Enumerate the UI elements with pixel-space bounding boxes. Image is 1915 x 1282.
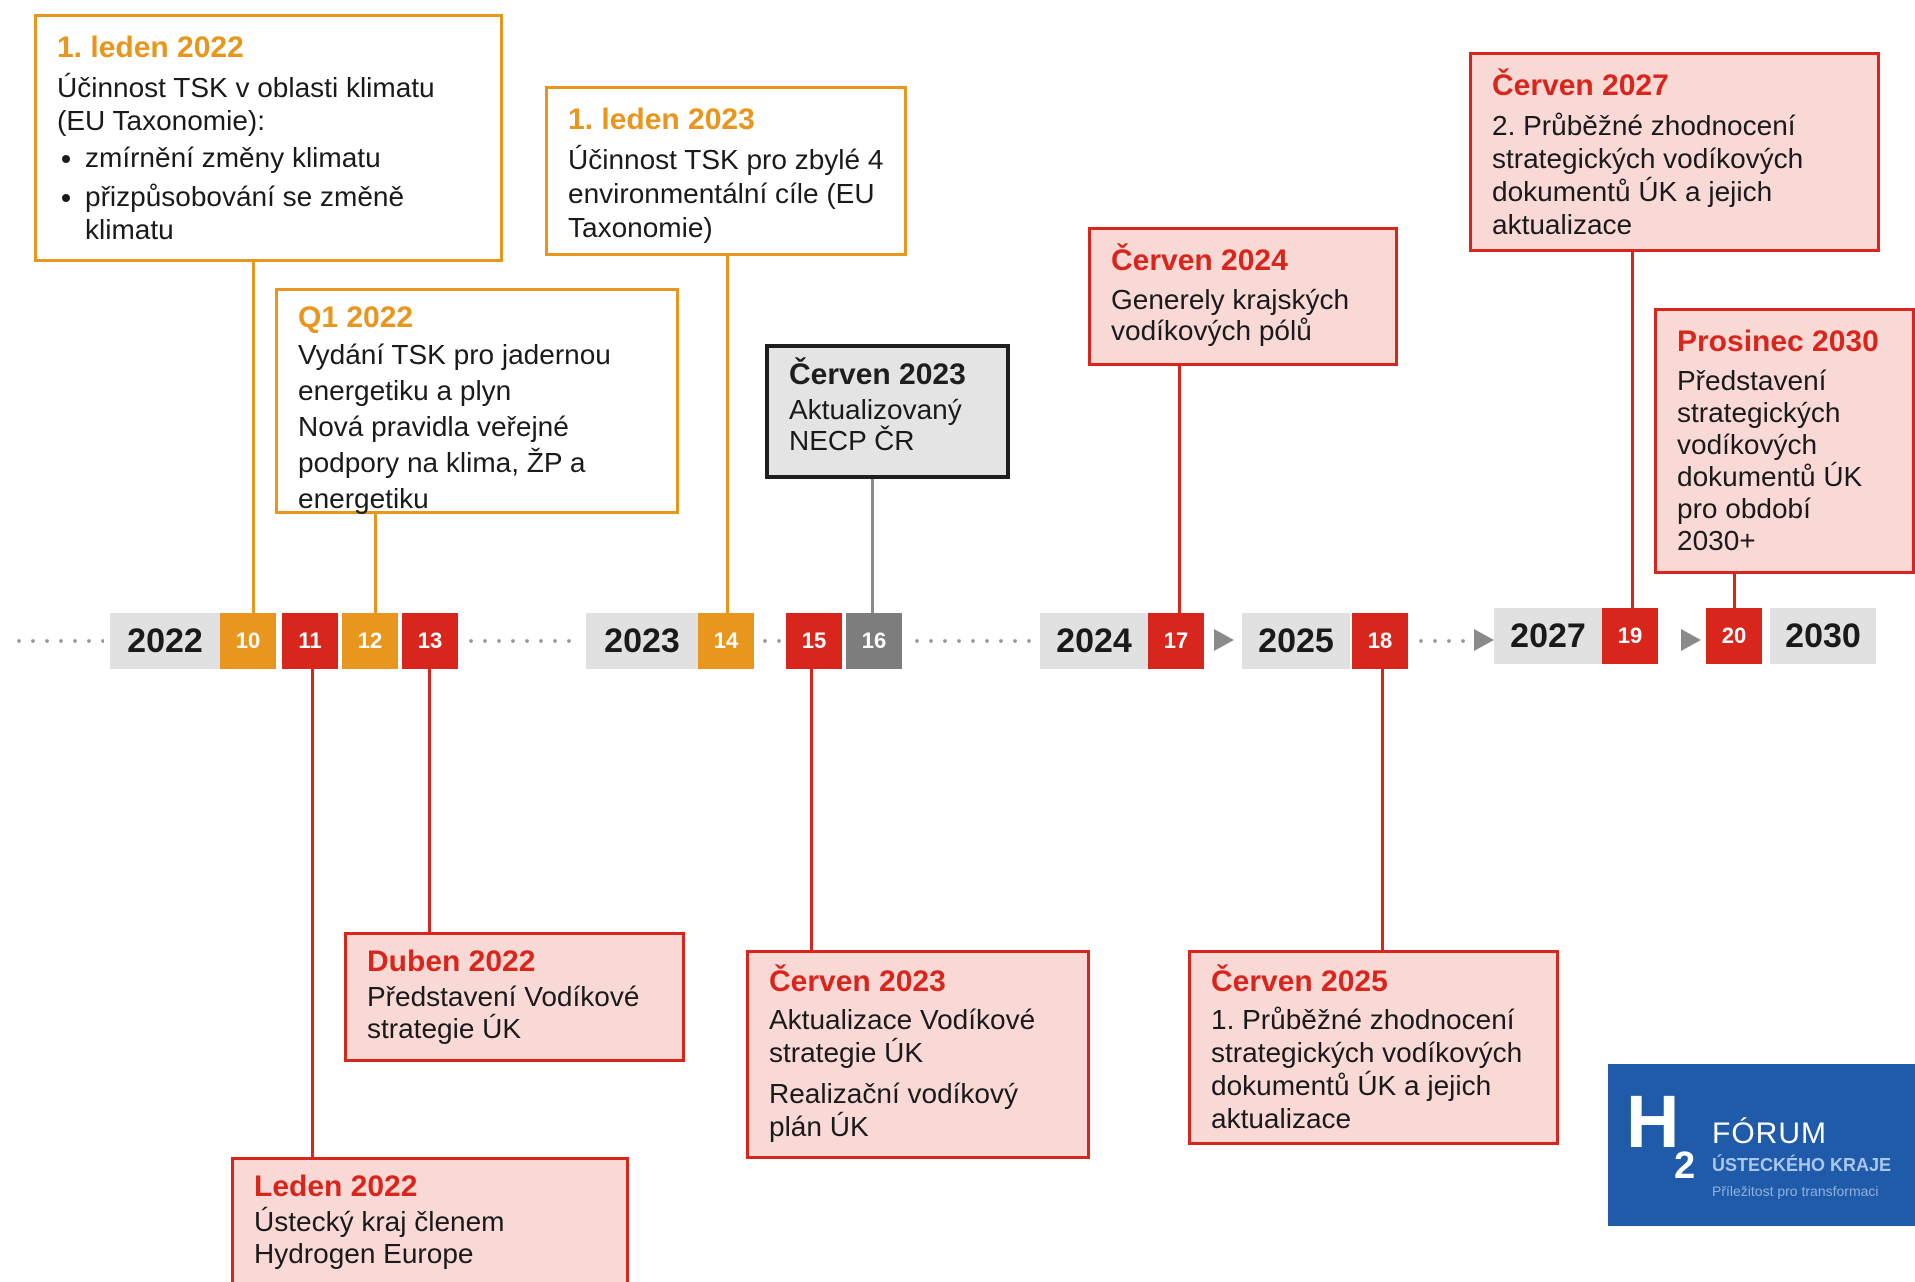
event-date: Červen 2023 — [769, 965, 946, 998]
event-text: 1. Průběžné zhodnocení strategických vod… — [1211, 1004, 1523, 1134]
event-date: 1. leden 2022 — [57, 31, 244, 64]
logo-title: FÓRUM — [1712, 1117, 1827, 1150]
connector-20 — [1733, 573, 1736, 613]
event-date: 1. leden 2023 — [568, 103, 755, 136]
event-date: Červen 2023 — [789, 358, 966, 391]
event-text: Účinnost TSK v oblasti klimatu (EU Taxon… — [57, 72, 435, 136]
connector-14 — [726, 255, 729, 614]
event-box-1-leden-2023: 1. leden 2023 Účinnost TSK pro zbylé 4 e… — [545, 86, 907, 256]
event-date: Leden 2022 — [254, 1170, 418, 1203]
event-box-prosinec-2030: Prosinec 2030 Představení strategických … — [1654, 308, 1915, 574]
logo-subscript: 2 — [1674, 1145, 1696, 1187]
event-bullet: zmírnění změny klimatu — [85, 141, 480, 174]
event-box-1-leden-2022: 1. leden 2022 Účinnost TSK v oblasti kli… — [34, 14, 503, 262]
year-label-2030: 2030 — [1770, 608, 1876, 664]
event-date: Červen 2024 — [1111, 244, 1288, 277]
event-text: Vydání TSK pro jadernou energetiku a ply… — [298, 339, 611, 406]
connector-17 — [1178, 365, 1181, 614]
marker-16: 16 — [846, 613, 902, 669]
event-date: Červen 2025 — [1211, 965, 1388, 998]
h2-forum-logo: H 2 FÓRUM ÚSTECKÉHO KRAJE Příležitost pr… — [1608, 1064, 1915, 1226]
connector-15 — [810, 668, 813, 952]
marker-20: 20 — [1706, 608, 1762, 664]
event-text: Představení Vodíkové strategie ÚK — [367, 981, 640, 1044]
marker-18: 18 — [1352, 613, 1408, 669]
event-bullet: přizpůsobování se změně klimatu — [85, 180, 480, 246]
event-box-q1-2022: Q1 2022 Vydání TSK pro jadernou energeti… — [275, 288, 679, 514]
marker-17: 17 — [1148, 613, 1204, 669]
marker-13: 13 — [402, 613, 458, 669]
connector-16 — [871, 470, 874, 614]
timeline-dots — [12, 639, 104, 643]
logo-subtitle: ÚSTECKÉHO KRAJE — [1712, 1155, 1892, 1175]
marker-12: 12 — [342, 613, 398, 669]
event-bullet-list: zmírnění změny klimatu přizpůsobování se… — [57, 141, 480, 246]
timeline-arrow — [1214, 629, 1234, 651]
event-box-cerven-2023-necp: Červen 2023 Aktualizovaný NECP ČR — [765, 344, 1010, 479]
event-text: Představení strategických vodíkových dok… — [1677, 365, 1863, 556]
marker-19: 19 — [1602, 608, 1658, 664]
event-date: Duben 2022 — [367, 945, 536, 978]
timeline-arrow — [1681, 629, 1701, 651]
marker-15: 15 — [786, 613, 842, 669]
connector-10 — [252, 262, 255, 614]
connector-13 — [428, 668, 431, 932]
event-text: 2. Průběžné zhodnocení strategických vod… — [1492, 110, 1804, 240]
event-box-cerven-2025: Červen 2025 1. Průběžné zhodnocení strat… — [1188, 950, 1559, 1145]
year-label-2022: 2022 — [110, 613, 220, 669]
timeline-dots — [464, 639, 580, 643]
event-text: Aktualizace Vodíkové strategie ÚK — [769, 1004, 1036, 1068]
year-label-2024: 2024 — [1040, 613, 1148, 669]
marker-11: 11 — [282, 613, 338, 669]
logo-letter: H — [1626, 1080, 1680, 1163]
event-date: Q1 2022 — [298, 301, 414, 334]
timeline-dots — [758, 639, 786, 643]
timeline-dots — [1414, 639, 1478, 643]
event-box-cerven-2027: Červen 2027 2. Průběžné zhodnocení strat… — [1469, 52, 1880, 252]
event-date: Prosinec 2030 — [1677, 325, 1879, 358]
event-box-duben-2022: Duben 2022 Představení Vodíkové strategi… — [344, 932, 685, 1062]
event-text: Účinnost TSK pro zbylé 4 environmentální… — [568, 144, 884, 243]
connector-18 — [1381, 668, 1384, 951]
year-label-2027: 2027 — [1494, 608, 1602, 664]
timeline-arrow — [1474, 629, 1494, 651]
connector-12 — [374, 512, 377, 614]
connector-19 — [1631, 250, 1634, 613]
event-text: Ústecký kraj členem Hydrogen Europe — [254, 1206, 505, 1269]
event-date: Červen 2027 — [1492, 69, 1669, 102]
event-text: Aktualizovaný NECP ČR — [789, 394, 962, 456]
logo-tagline: Příležitost pro transformaci — [1712, 1183, 1879, 1199]
marker-14: 14 — [698, 613, 754, 669]
event-text: Realizační vodíkový plán ÚK — [769, 1078, 1019, 1142]
year-label-2025: 2025 — [1242, 613, 1350, 669]
timeline-dots — [910, 639, 1034, 643]
event-text: Nová pravidla veřejné podpory na klima, … — [298, 411, 586, 514]
event-box-leden-2022: Leden 2022 Ústecký kraj členem Hydrogen … — [231, 1157, 629, 1282]
year-label-2023: 2023 — [586, 613, 698, 669]
marker-10: 10 — [220, 613, 276, 669]
connector-11 — [311, 668, 314, 1158]
event-text: Generely krajských vodíkových pólů — [1111, 284, 1350, 346]
event-box-cerven-2023: Červen 2023 Aktualizace Vodíkové strateg… — [746, 950, 1090, 1159]
event-box-cerven-2024: Červen 2024 Generely krajských vodíkovýc… — [1088, 227, 1398, 366]
